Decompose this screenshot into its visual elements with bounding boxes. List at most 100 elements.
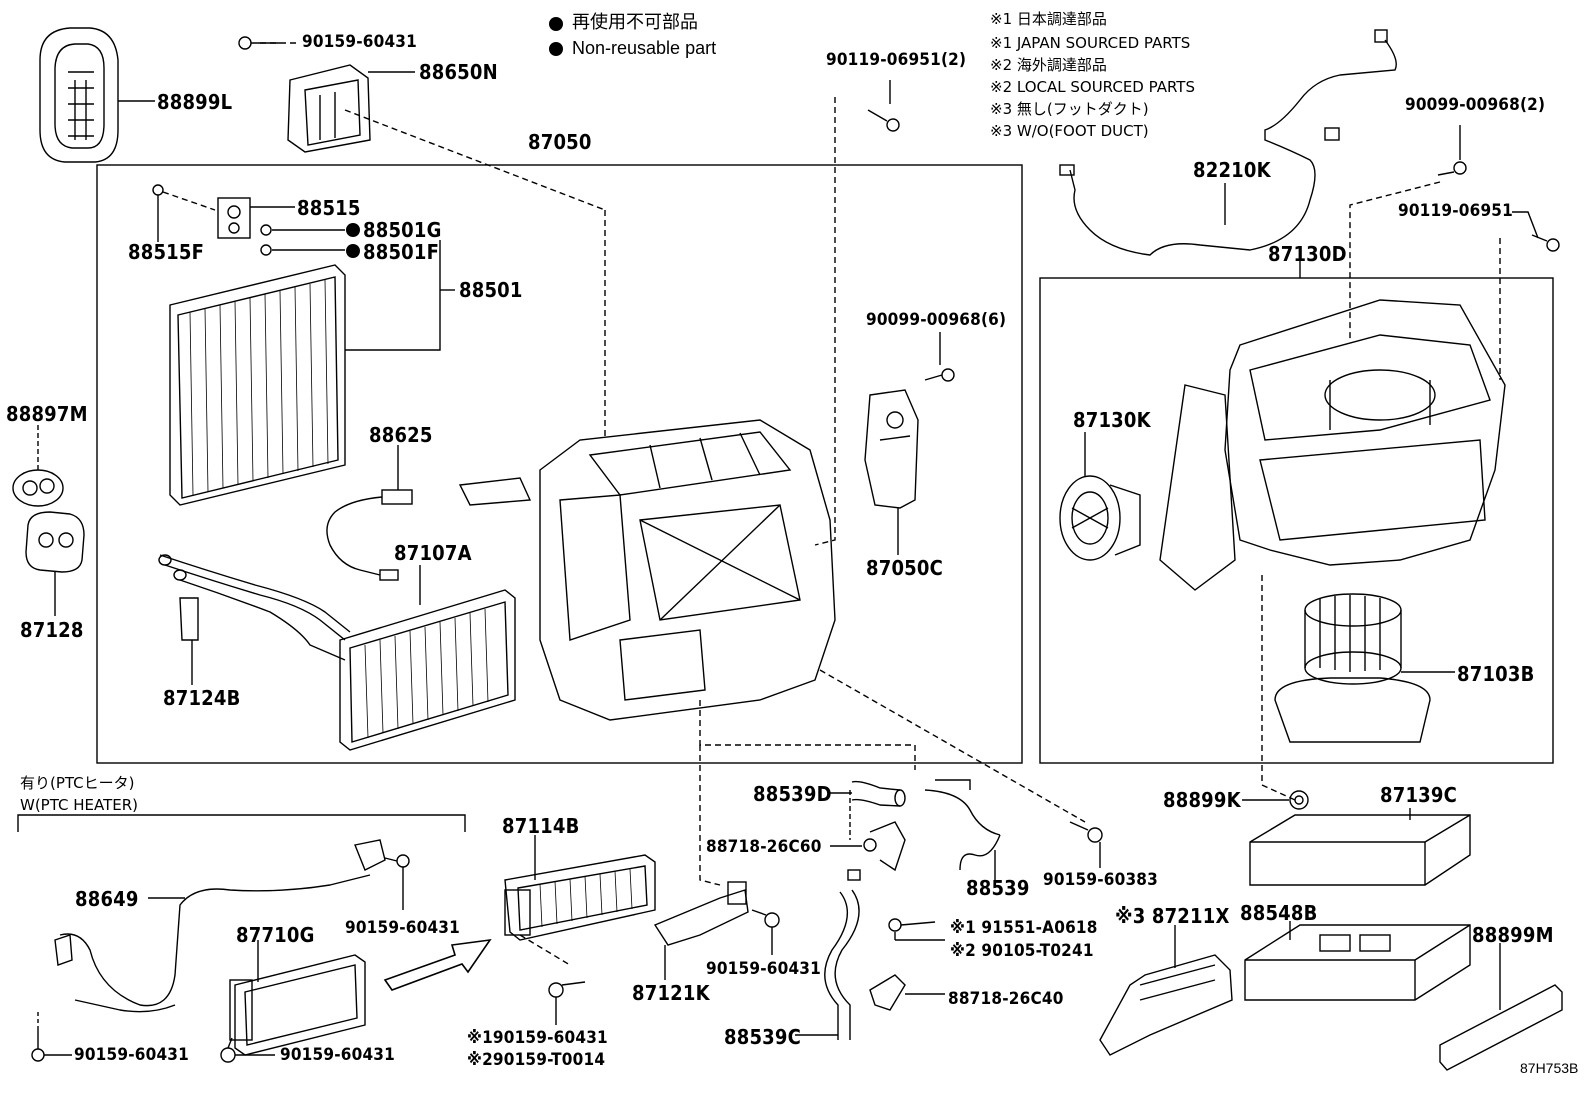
bolt-90159-60431-b [31, 1030, 45, 1062]
expansion-valve-88515-drawing [217, 197, 251, 239]
bracket-88718-26C40-drawing [869, 974, 906, 1011]
part-label-88539C: 88539C [724, 1025, 802, 1049]
bolt-90099-00968-6 [924, 368, 955, 382]
bolt-90159-60431-e [548, 981, 586, 998]
hose-88539-drawing [924, 779, 1001, 871]
clamp-87124B-drawing [179, 597, 199, 641]
blower-unit-87130D-drawing [1159, 299, 1506, 591]
part-label-88899L: 88899L [157, 90, 233, 114]
bolt-90099-00968-2 [1437, 161, 1467, 176]
note-1-jp: ※1 日本調達部品 [990, 10, 1107, 28]
non-reusable-dot-88501G [346, 223, 360, 237]
part-label-90159-60431-top: 90159-60431 [302, 32, 417, 52]
heater-core-fins [364, 608, 489, 739]
harness-88649-drawing [54, 839, 386, 1013]
bolt-90159-60431-a [384, 854, 410, 868]
part-label-88899M: 88899M [1472, 923, 1554, 947]
evaporator-88501-drawing [169, 264, 346, 506]
part-label-88539: 88539 [966, 876, 1030, 900]
note-2-jp: ※2 海外調達部品 [990, 56, 1107, 74]
part-label-88718-26C60: 88718-26C60 [706, 837, 822, 857]
part-label-88718-26C40: 88718-26C40 [948, 989, 1064, 1009]
part-label-90159-60431-e: ※190159-60431 [467, 1028, 608, 1048]
duct-87211X-drawing [1099, 954, 1233, 1056]
part-label-87050C: 87050C [866, 556, 944, 580]
amplifier-88650N-drawing [287, 64, 371, 153]
part-label-88625: 88625 [369, 423, 433, 447]
bolt-90119-06951-2 [867, 109, 900, 132]
part-label-87107A: 87107A [394, 541, 472, 565]
part-label-90159-60431-a: 90159-60431 [345, 918, 460, 938]
ptc-heater-fins [539, 868, 633, 928]
part-label-88539D: 88539D [753, 782, 832, 806]
part-label-87050: 87050 [528, 130, 592, 154]
part-label-90159-60431-b: 90159-60431 [74, 1045, 189, 1065]
part-label-87710G: 87710G [236, 923, 315, 947]
part-label-90159-60383: 90159-60383 [1043, 870, 1158, 890]
fan-cover-87130K-drawing [1059, 475, 1141, 561]
part-label-87130K: 87130K [1073, 408, 1151, 432]
actuator-87050C-drawing [864, 389, 919, 509]
part-label-88548B: 88548B [1240, 901, 1318, 925]
part-label-90159-T0014: ※290159-T0014 [467, 1050, 606, 1070]
leader-88501 [345, 240, 441, 351]
bolt-90159-60431-d [751, 909, 780, 928]
note-3-en: ※3 W/O(FOOT DUCT) [990, 122, 1149, 140]
o-ring-88501F [260, 244, 272, 256]
legend-non-reusable-jp: 再使用不可部品 [572, 12, 698, 32]
part-label-87103B: 87103B [1457, 662, 1535, 686]
assembly-arrow [383, 938, 492, 991]
hose-88539D-drawing [851, 780, 906, 807]
assembly-frame-87130D [1039, 277, 1554, 764]
bracket-88718-26C60-drawing [863, 821, 906, 872]
part-label-88501F: 88501F [363, 240, 440, 264]
part-label-90159-60431-d: 90159-60431 [706, 959, 821, 979]
part-label-88501: 88501 [459, 278, 523, 302]
bolt-90119-06951 [1531, 234, 1560, 252]
part-label-88515: 88515 [297, 196, 361, 220]
part-label-87128: 87128 [20, 618, 84, 642]
hose-88539C-drawing [824, 869, 861, 1040]
legend-dot-1 [549, 17, 563, 31]
diagram-reference-code: 87H753B [1520, 1060, 1579, 1076]
part-label-88649: 88649 [75, 887, 139, 911]
part-label-88650N: 88650N [419, 60, 498, 84]
assembly-frame-87050 [96, 164, 1023, 764]
part-label-88899K: 88899K [1163, 788, 1241, 812]
ptc-heater-bracket [17, 814, 466, 832]
legend-non-reusable-en: Non-reusable part [572, 38, 717, 58]
ptc-heater-87114B-drawing [504, 854, 656, 941]
cover-88899M-drawing [1439, 984, 1563, 1071]
grommet-88899L-drawing [39, 27, 119, 163]
ptc-heater-87710G-drawing [229, 954, 366, 1056]
duct-87121K-drawing [653, 881, 749, 946]
part-label-88515F: 88515F [128, 240, 205, 264]
part-label-87124B: 87124B [163, 686, 241, 710]
grommet-88899K-drawing [1289, 790, 1309, 810]
part-label-90119-06951: 90119-06951 [1398, 201, 1513, 221]
grommet-88897M-drawing [12, 469, 64, 507]
part-label-90159-60431-c: 90159-60431 [280, 1045, 395, 1065]
note-2-en: ※2 LOCAL SOURCED PARTS [990, 78, 1195, 96]
part-label-87139C: 87139C [1380, 783, 1458, 807]
part-label-90099-00968-2: 90099-00968(2) [1405, 95, 1546, 115]
part-label-88897M: 88897M [6, 402, 88, 426]
filter-87139C-drawing [1249, 814, 1471, 886]
part-label-91551-A0618: ※1 91551-A0618 [950, 918, 1098, 938]
heater-core-87107A-drawing [158, 554, 516, 751]
sensor-88625-drawing [326, 489, 413, 581]
part-label-87211X: ※3 87211X [1115, 904, 1230, 928]
part-label-90119-06951-2: 90119-06951(2) [826, 50, 967, 70]
part-label-90099-00968-6: 90099-00968(6) [866, 310, 1007, 330]
filter-case-88548B-drawing [1244, 924, 1471, 1001]
evaporator-fins [189, 279, 329, 496]
ptc-heater-jp: 有り(PTCヒータ) [20, 774, 135, 792]
hvac-unit-87050-drawing [458, 419, 836, 721]
o-ring-88501G [260, 224, 272, 236]
bolt-90159-60431-c [220, 1037, 236, 1063]
part-label-87130D: 87130D [1268, 242, 1347, 266]
note-1-en: ※1 JAPAN SOURCED PARTS [990, 34, 1191, 52]
part-label-90105-T0241: ※2 90105-T0241 [950, 941, 1094, 961]
bolt-88515F [152, 184, 164, 242]
